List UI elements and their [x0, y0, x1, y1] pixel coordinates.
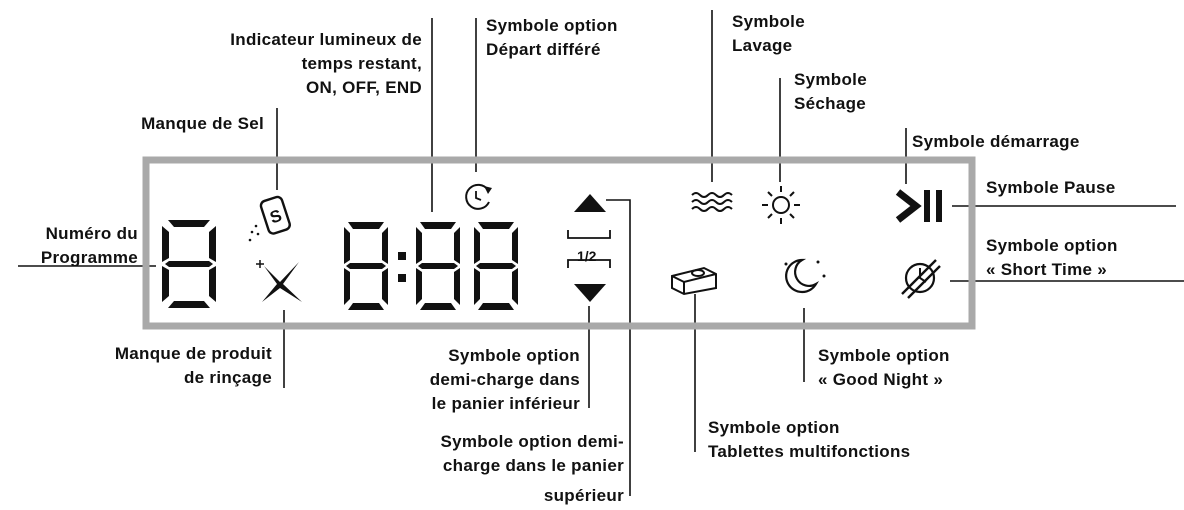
- upper-basket-arrow-icon: [574, 194, 606, 212]
- label-delay-start: Symbole option Départ différé: [486, 16, 618, 59]
- label-program-number: Numéro du Programme: [40, 224, 138, 267]
- label-wash: Symbole Lavage: [732, 12, 805, 55]
- salt-shaker-icon: S: [248, 195, 291, 242]
- half-load-label: 1/2: [577, 248, 597, 264]
- salt-letter: S: [267, 206, 284, 228]
- label-multi-tablets: Symbole option Tablettes multifonctions: [708, 418, 911, 461]
- wash-waves-icon: [691, 192, 733, 212]
- pause-icon: [924, 190, 930, 222]
- label-salt: Manque de Sel: [141, 114, 264, 133]
- leader-half-upper: [606, 199, 631, 496]
- program-number-display: [162, 220, 216, 308]
- half-load-indicator: [567, 194, 611, 302]
- remaining-time-display: [344, 222, 518, 310]
- label-half-load-lower: Symbole option demi-charge dans le panie…: [429, 346, 580, 413]
- label-start: Symbole démarrage: [912, 132, 1080, 151]
- good-night-moon-icon: [784, 258, 826, 294]
- label-short-time: Symbole option « Short Time »: [986, 236, 1118, 279]
- rinse-aid-icon: [256, 260, 302, 302]
- delay-start-clock-icon: [465, 183, 492, 210]
- multi-tablet-icon: [671, 266, 717, 296]
- label-rinse-aid: Manque de produit de rinçage: [114, 344, 272, 387]
- short-time-icon: [901, 259, 941, 299]
- start-pause-icon: [895, 189, 942, 223]
- panel-border: [142, 156, 976, 330]
- label-half-load-upper: Symbole option demi- charge dans le pani…: [440, 432, 624, 505]
- lower-basket-arrow-icon: [574, 284, 606, 302]
- label-pause: Symbole Pause: [986, 178, 1116, 197]
- label-good-night: Symbole option « Good Night »: [818, 346, 950, 389]
- label-dry: Symbole Séchage: [794, 70, 867, 113]
- drying-sun-icon: [762, 186, 800, 224]
- label-remaining-time: Indicateur lumineux de temps restant, ON…: [230, 30, 422, 97]
